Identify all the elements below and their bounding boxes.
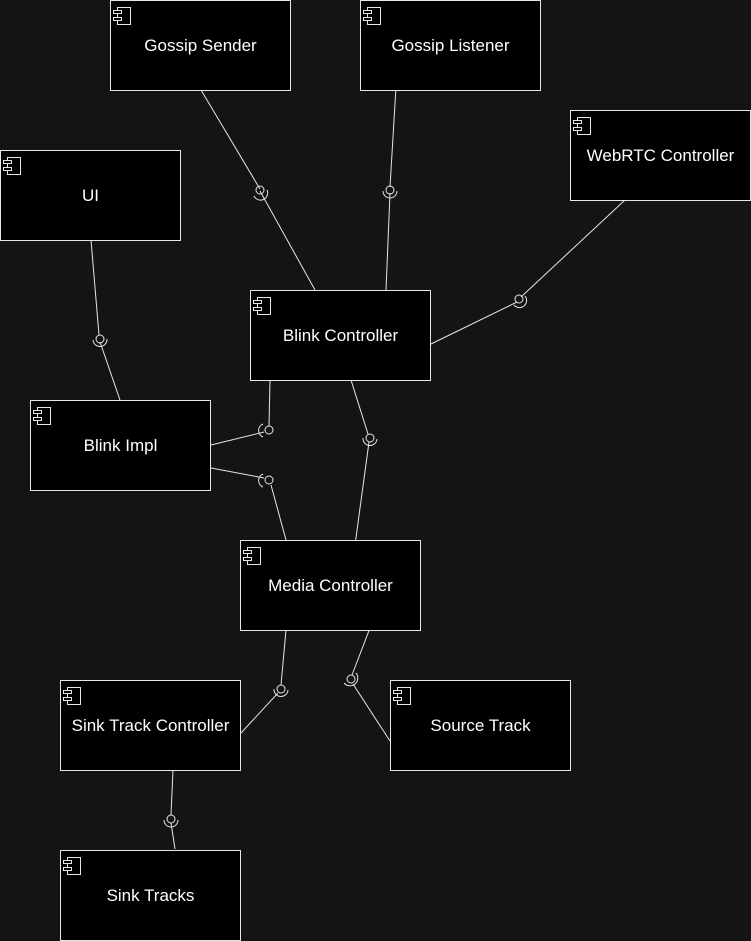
interface-socket bbox=[253, 189, 269, 201]
interface-ball bbox=[264, 475, 274, 485]
connector-gossip-listener bbox=[389, 86, 397, 188]
component-gossip-sender[interactable]: Gossip Sender bbox=[110, 0, 291, 91]
connector-media-source bbox=[351, 627, 371, 676]
interface-socket bbox=[273, 688, 289, 697]
interface-ball bbox=[276, 684, 286, 694]
uml-component-icon bbox=[63, 857, 81, 875]
connector-sink-controller-tracks bbox=[170, 769, 174, 816]
connector-ui bbox=[90, 239, 100, 336]
interface-socket bbox=[163, 819, 179, 828]
interface-ball bbox=[255, 185, 265, 195]
component-blink-controller[interactable]: Blink Controller bbox=[250, 290, 431, 381]
interface-ball bbox=[166, 814, 176, 824]
interface-ball bbox=[514, 294, 524, 304]
uml-component-icon bbox=[33, 407, 51, 425]
uml-component-icon bbox=[573, 117, 591, 135]
interface-socket bbox=[92, 338, 108, 347]
component-label: Blink Controller bbox=[282, 325, 399, 345]
connector-media-sink-controller bbox=[280, 629, 287, 686]
uml-component-icon bbox=[243, 547, 261, 565]
interface-ball bbox=[95, 334, 105, 344]
interface-socket bbox=[513, 295, 528, 309]
component-label: Sink Tracks bbox=[106, 885, 195, 905]
connector-blink-controller-media bbox=[350, 379, 369, 435]
uml-component-icon bbox=[393, 687, 411, 705]
interface-ball bbox=[346, 674, 356, 684]
component-label: Media Controller bbox=[268, 575, 393, 595]
connector-blink-controller-media-tail bbox=[354, 441, 370, 546]
component-sink-tracks[interactable]: Sink Tracks bbox=[60, 850, 241, 941]
interface-socket bbox=[362, 437, 378, 446]
component-sink-track-controller[interactable]: Sink Track Controller bbox=[60, 680, 241, 771]
component-gossip-listener[interactable]: Gossip Listener bbox=[360, 0, 541, 91]
interface-socket bbox=[382, 190, 398, 199]
connector-gossip-sender-tail bbox=[259, 190, 316, 291]
connector-media-sink-controller-tail bbox=[240, 692, 279, 734]
connector-webrtc bbox=[520, 199, 626, 298]
component-label: Gossip Listener bbox=[391, 35, 510, 55]
connector-blink-impl-media-tail bbox=[270, 484, 287, 541]
uml-component-icon bbox=[113, 7, 131, 25]
connector-blink-impl-media bbox=[210, 467, 265, 479]
connector-blink-impl-controller bbox=[210, 431, 265, 446]
interface-ball bbox=[365, 433, 375, 443]
component-label: Source Track bbox=[430, 715, 531, 735]
component-media-controller[interactable]: Media Controller bbox=[240, 540, 421, 631]
uml-component-icon bbox=[363, 7, 381, 25]
component-label: Gossip Sender bbox=[144, 35, 257, 55]
component-label: Blink Impl bbox=[83, 435, 158, 455]
interface-ball bbox=[264, 425, 274, 435]
interface-socket bbox=[258, 473, 264, 488]
component-label: UI bbox=[82, 185, 99, 205]
component-source-track[interactable]: Source Track bbox=[390, 680, 571, 771]
connector-ui-tail bbox=[99, 341, 121, 401]
component-ui[interactable]: UI bbox=[0, 150, 181, 241]
connector-gossip-listener-tail bbox=[385, 192, 391, 291]
connector-gossip-sender bbox=[200, 89, 261, 190]
interface-socket bbox=[258, 423, 264, 438]
connector-blink-impl-controller-tail bbox=[268, 379, 271, 427]
interface-ball bbox=[385, 185, 395, 195]
component-webrtc-controller[interactable]: WebRTC Controller bbox=[570, 110, 751, 201]
connector-media-source-tail bbox=[352, 683, 391, 742]
component-blink-impl[interactable]: Blink Impl bbox=[30, 400, 211, 491]
component-label: Sink Track Controller bbox=[71, 715, 230, 735]
component-label: WebRTC Controller bbox=[586, 145, 735, 165]
interface-socket bbox=[343, 672, 359, 687]
connector-webrtc-tail bbox=[430, 301, 518, 345]
uml-component-icon bbox=[63, 687, 81, 705]
uml-component-icon bbox=[3, 157, 21, 175]
uml-component-icon bbox=[253, 297, 271, 315]
